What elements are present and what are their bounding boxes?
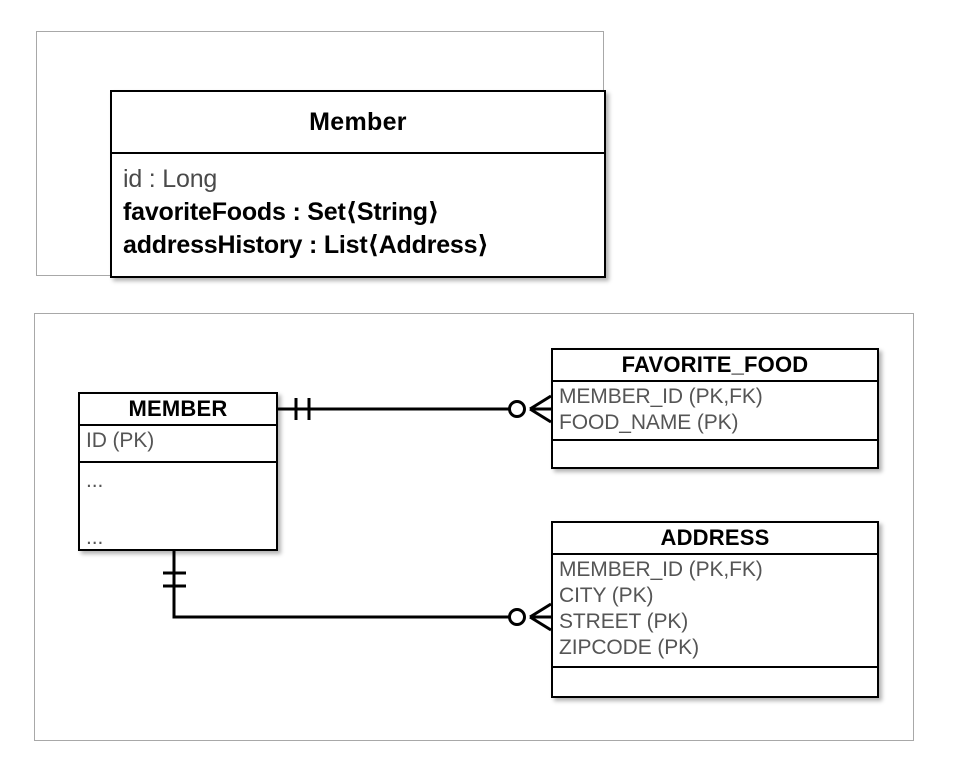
uml-attribute-id: id : Long (123, 165, 218, 193)
erd-table-address: ADDRESS MEMBER_ID (PK,FK) CITY (PK) STRE… (551, 521, 879, 698)
erd-column-favorite-food-food-name: FOOD_NAME (PK) (559, 411, 739, 434)
erd-column-address-street: STREET (PK) (559, 610, 689, 633)
erd-column-address-city: CITY (PK) (559, 584, 654, 607)
erd-table-member: MEMBER ID (PK) ... ... ... (78, 392, 278, 551)
uml-attribute-address-history: addressHistory : List⟨Address⟩ (123, 231, 489, 259)
erd-column-member-ellipsis-1: ... (86, 469, 104, 492)
uml-class-attributes: id : Long favoriteFoods : Set⟨String⟩ ad… (112, 152, 604, 275)
uml-class-title: Member (309, 107, 407, 136)
erd-table-member-pk-section: ID (PK) (80, 424, 276, 461)
erd-column-address-zipcode: ZIPCODE (PK) (559, 636, 699, 659)
object-model-panel: Member id : Long favoriteFoods : Set⟨Str… (36, 31, 606, 278)
erd-column-favorite-food-member-id: MEMBER_ID (PK,FK) (559, 385, 763, 408)
erd-table-member-other-section: ... ... ... (80, 461, 276, 550)
uml-attribute-favorite-foods: favoriteFoods : Set⟨String⟩ (123, 198, 440, 226)
erd-table-favorite-food-title: FAVORITE_FOOD (621, 352, 809, 377)
erd-table-address-columns: MEMBER_ID (PK,FK) CITY (PK) STREET (PK) … (553, 553, 877, 666)
erd-table-favorite-food-columns: MEMBER_ID (PK,FK) FOOD_NAME (PK) (553, 380, 877, 439)
uml-class-member: Member id : Long favoriteFoods : Set⟨Str… (110, 90, 606, 278)
erd-table-address-title: ADDRESS (660, 525, 770, 550)
erd-column-member-id: ID (PK) (86, 429, 155, 452)
erd-table-address-empty-section (553, 666, 877, 697)
erd-column-address-member-id: MEMBER_ID (PK,FK) (559, 558, 763, 581)
erd-table-favorite-food: FAVORITE_FOOD MEMBER_ID (PK,FK) FOOD_NAM… (551, 348, 879, 469)
erd-table-favorite-food-empty-section (553, 439, 877, 468)
erd-table-member-title: MEMBER (128, 396, 228, 421)
erd-column-member-ellipsis-2: ... (86, 526, 104, 549)
